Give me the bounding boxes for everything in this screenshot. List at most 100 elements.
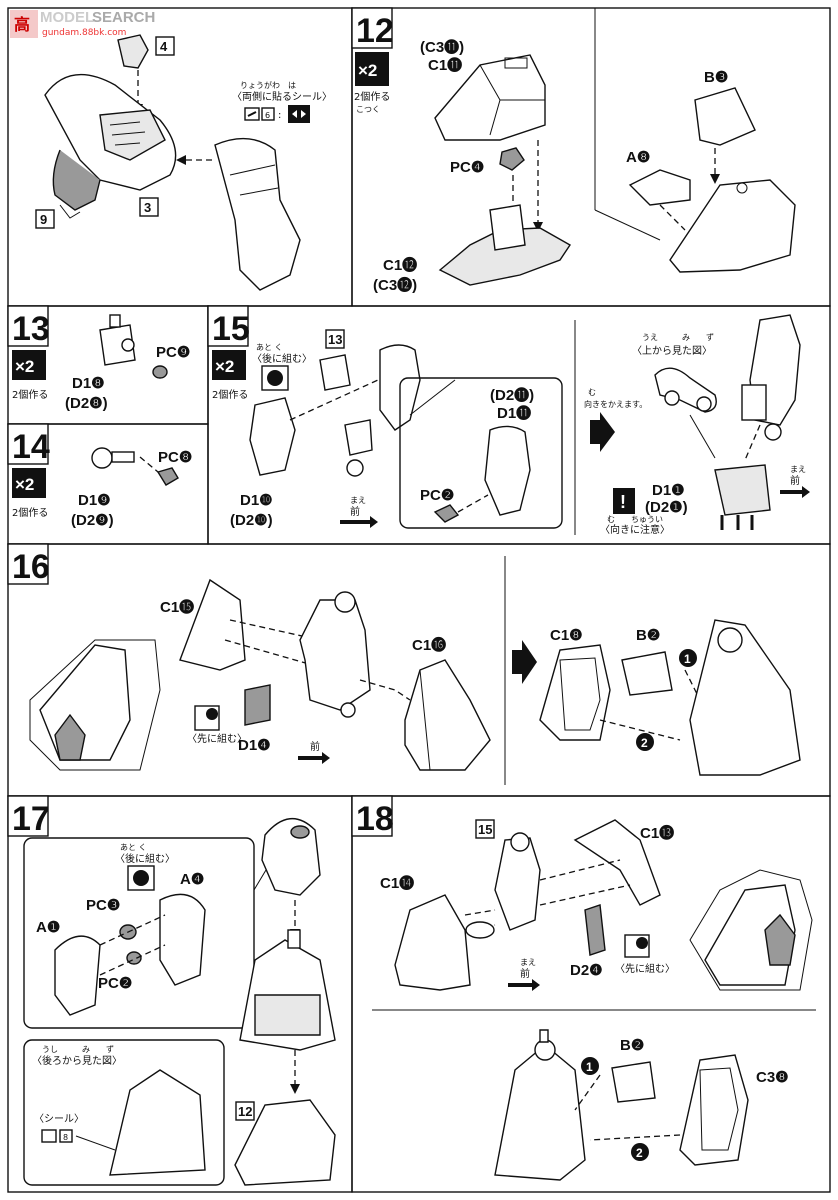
later-note-15: 〈後に組む〉 xyxy=(252,352,312,365)
svg-text:1: 1 xyxy=(586,1060,593,1074)
svg-text:!: ! xyxy=(620,492,626,512)
make-ruby-12: こつく xyxy=(356,105,380,114)
part-ref-13 xyxy=(325,329,345,349)
leg-frame-d1-10 xyxy=(249,397,296,476)
step-18-number: 18 xyxy=(356,800,394,838)
skirt-panel-16 xyxy=(39,644,131,761)
pc8-part xyxy=(156,467,179,486)
part-ref-12-label: 12 xyxy=(238,1104,252,1119)
pc4-part xyxy=(499,147,525,171)
step-15-number: 15 xyxy=(212,310,250,348)
svg-text:まえ: まえ xyxy=(790,465,806,474)
part-ref-4 xyxy=(155,36,175,56)
label-pc2-17: PC❷ xyxy=(98,975,132,992)
make-two-14: 2個作る xyxy=(12,506,48,519)
label-d2-11: (D2⓫) xyxy=(490,386,534,404)
x2-badge-14 xyxy=(12,468,46,498)
frame-c1-13 xyxy=(573,819,661,906)
order-1-16 xyxy=(679,649,697,667)
step-17-number: 17 xyxy=(12,800,50,838)
armor-assembly-12 xyxy=(669,179,796,273)
svg-text:まえ: まえ xyxy=(520,958,536,967)
label-pc8: PC❽ xyxy=(158,449,192,466)
head-top-17 xyxy=(261,817,321,896)
seal-note-17: 〈シール〉 xyxy=(34,1113,84,1125)
x2-label-12: ×2 xyxy=(358,61,377,80)
label-c1-16: C1⓰ xyxy=(412,636,446,654)
thruster-d1-4 xyxy=(244,684,271,726)
part-ref-15-label: 15 xyxy=(478,822,492,837)
first-note-16: 〈先に組む〉 xyxy=(187,732,247,745)
label-d2-1: (D2❶) xyxy=(645,499,688,516)
order-2-18 xyxy=(631,1143,649,1161)
step-15: 15 ×2 2個作る あと く 〈後に組む〉 13 D1❿ (D2❿) まえ 前… xyxy=(207,305,810,536)
watermark-brand: MODEL xyxy=(40,9,94,26)
armor-c1-14 xyxy=(394,894,471,991)
armor-c1-8 xyxy=(539,644,611,741)
label-pc9: PC❾ xyxy=(156,344,190,361)
front-label-18: 前 xyxy=(520,967,530,980)
make-two-13: 2個作る xyxy=(12,388,48,401)
part-ref-15 xyxy=(475,819,495,839)
seal-number-17: 8 xyxy=(63,1133,68,1142)
rear-view-ruby: うし み ず xyxy=(42,1044,114,1054)
rear-body xyxy=(109,1069,206,1176)
label-a4: A❹ xyxy=(180,871,204,888)
label-pc3: PC❸ xyxy=(86,897,120,914)
armor-c1-11 xyxy=(434,54,546,141)
part-a1 xyxy=(54,935,101,1016)
order-2-16 xyxy=(636,733,654,751)
thruster-d1-1 xyxy=(714,464,771,516)
part-d1-11 xyxy=(484,425,531,516)
part-ref-4-label: 4 xyxy=(160,39,168,54)
step-13-number: 13 xyxy=(12,310,50,348)
x2-label-13: ×2 xyxy=(15,357,34,376)
frame-assembly-18 xyxy=(494,837,541,931)
step-14-badge xyxy=(7,423,49,465)
svg-text:あと く: あと く xyxy=(120,843,147,852)
label-c1-14: C1⓮ xyxy=(380,874,414,892)
caution-ruby: む ちゅうい xyxy=(607,515,663,524)
part-ref-13-label: 13 xyxy=(328,332,342,347)
label-b2-18: B❷ xyxy=(620,1037,644,1054)
base-armor-12 xyxy=(234,1099,336,1186)
turn-ruby: む xyxy=(588,388,596,397)
label-c1-12: C1⓬ xyxy=(383,256,417,274)
step-17: 17 あと く 〈後に組む〉 A❹ A❶ PC❸ PC❷ 12 うし み ず 〈… xyxy=(7,795,336,1186)
knee-armor xyxy=(52,149,101,211)
label-d2-8: (D2❽) xyxy=(65,395,108,412)
watermark-logo: 高 MODEL SEARCH gundam.88bk.com xyxy=(10,9,155,38)
first-icon-16 xyxy=(194,705,220,731)
part-a4 xyxy=(159,893,206,986)
later-note-17: 〈後に組む〉 xyxy=(115,852,175,865)
step-14-number: 14 xyxy=(12,428,50,466)
step-16: 16 C1⓯ C1⓰ 〈先に組む〉 D1❹ 前 C1❽ B❷ 1 2 xyxy=(7,543,801,776)
assembly-16 xyxy=(689,619,801,776)
part-ref-12 xyxy=(235,1101,255,1121)
x2-badge-12 xyxy=(355,52,389,86)
make-two-12: 2個作る xyxy=(354,90,390,103)
part-ref-9-label: 9 xyxy=(40,212,47,227)
front-ruby-15: まえ xyxy=(350,496,366,505)
label-a8: A❽ xyxy=(626,149,650,166)
frame-c1-15 xyxy=(179,578,246,671)
label-c1-8: C1❽ xyxy=(550,627,583,644)
step-16-badge xyxy=(7,543,49,585)
part-b2-18 xyxy=(611,1061,656,1103)
label-b3: B❸ xyxy=(704,69,728,86)
step-12-number: 12 xyxy=(356,12,394,50)
front-label-15: 前 xyxy=(350,505,360,518)
x2-label-14: ×2 xyxy=(15,475,34,494)
both-sides-icon xyxy=(288,105,310,123)
rear-view-label: 〈後ろから見た図〉 xyxy=(32,1054,122,1067)
label-pc2-15: PC❷ xyxy=(420,487,454,504)
step-15-badge xyxy=(207,305,249,347)
lower-leg xyxy=(214,137,301,291)
x2-badge-15 xyxy=(212,350,246,380)
svg-text:2: 2 xyxy=(641,736,648,750)
thruster-d2-4 xyxy=(584,904,606,956)
label-d1-9: D1❾ xyxy=(78,492,111,509)
step-13-badge xyxy=(7,305,49,347)
part-ref-3-label: 3 xyxy=(144,200,151,215)
seal-ruby: りょうがわ は xyxy=(240,80,296,90)
